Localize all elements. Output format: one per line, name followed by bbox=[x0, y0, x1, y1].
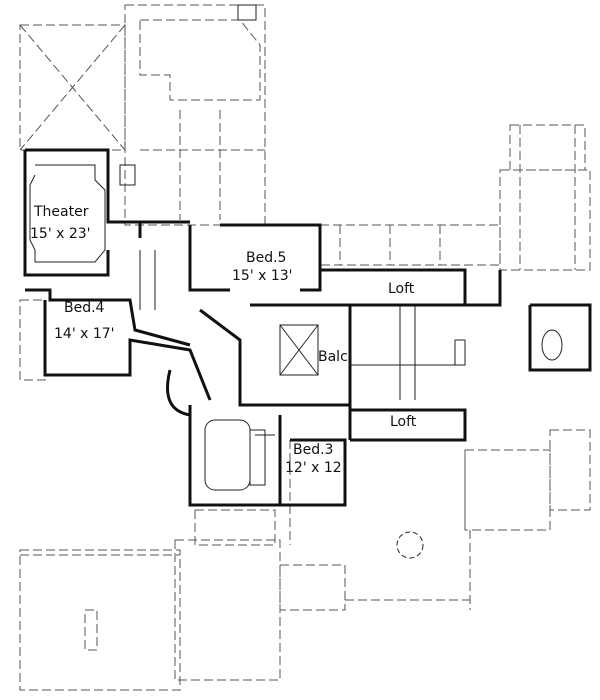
room-bed-3: Bed.3 12' x 12 bbox=[285, 442, 342, 476]
room-size: 15' x 13' bbox=[232, 268, 293, 284]
interior-details bbox=[29, 4, 563, 491]
room-size: 14' x 17' bbox=[54, 326, 115, 342]
room-loft-lower: Loft bbox=[390, 414, 416, 430]
room-name: Bed.3 bbox=[293, 442, 334, 458]
room-size: 15' x 23' bbox=[30, 226, 91, 242]
room-size: 12' x 12 bbox=[285, 460, 342, 476]
room-loft-upper: Loft bbox=[388, 281, 414, 297]
room-name: Bed.4 bbox=[64, 300, 105, 316]
room-name: Loft bbox=[390, 414, 417, 430]
roof-lines bbox=[19, 4, 591, 691]
room-theater: Theater 15' x 23' bbox=[30, 204, 91, 242]
room-name: Loft bbox=[388, 281, 415, 297]
room-balcony: Balc. bbox=[318, 349, 352, 365]
room-bed-4: Bed.4 14' x 17' bbox=[54, 300, 115, 342]
room-name: Theater bbox=[34, 204, 89, 220]
room-bed-5: Bed.5 15' x 13' bbox=[232, 250, 293, 284]
room-name: Bed.5 bbox=[246, 250, 287, 266]
room-name: Balc. bbox=[318, 349, 353, 365]
walls bbox=[23, 148, 592, 507]
